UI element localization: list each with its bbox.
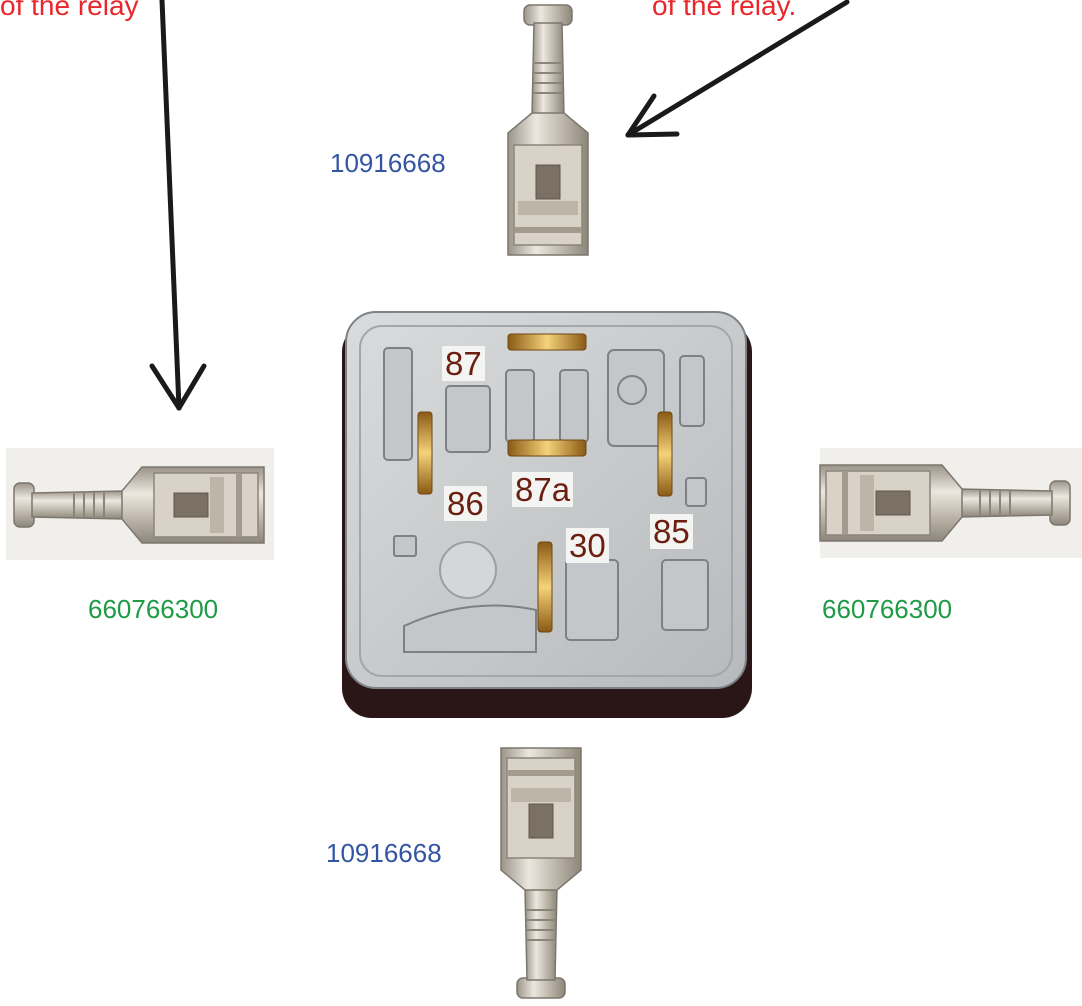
right-annotation-text: of the relay. bbox=[652, 0, 797, 21]
pin-label-87a: 87a bbox=[512, 472, 574, 507]
pin-label-30: 30 bbox=[566, 528, 609, 563]
right-terminal-part-number: 660766300 bbox=[822, 594, 953, 624]
pin-label-86: 86 bbox=[444, 486, 487, 521]
left-terminal-image bbox=[6, 448, 274, 560]
left-annotation-text: of the relay bbox=[0, 0, 139, 21]
left-annotation-arrow bbox=[149, 0, 207, 411]
left-terminal-part-number: 660766300 bbox=[88, 594, 219, 624]
bottom-terminal-part-number: 10916668 bbox=[326, 838, 442, 868]
bottom-terminal-image bbox=[500, 747, 582, 999]
right-terminal-image bbox=[819, 448, 1082, 558]
pin-label-85: 85 bbox=[650, 514, 693, 549]
top-terminal-part-number: 10916668 bbox=[330, 148, 446, 178]
top-terminal-image bbox=[507, 4, 589, 256]
pin-label-87: 87 bbox=[442, 346, 485, 381]
right-annotation-arrow bbox=[625, 0, 850, 138]
